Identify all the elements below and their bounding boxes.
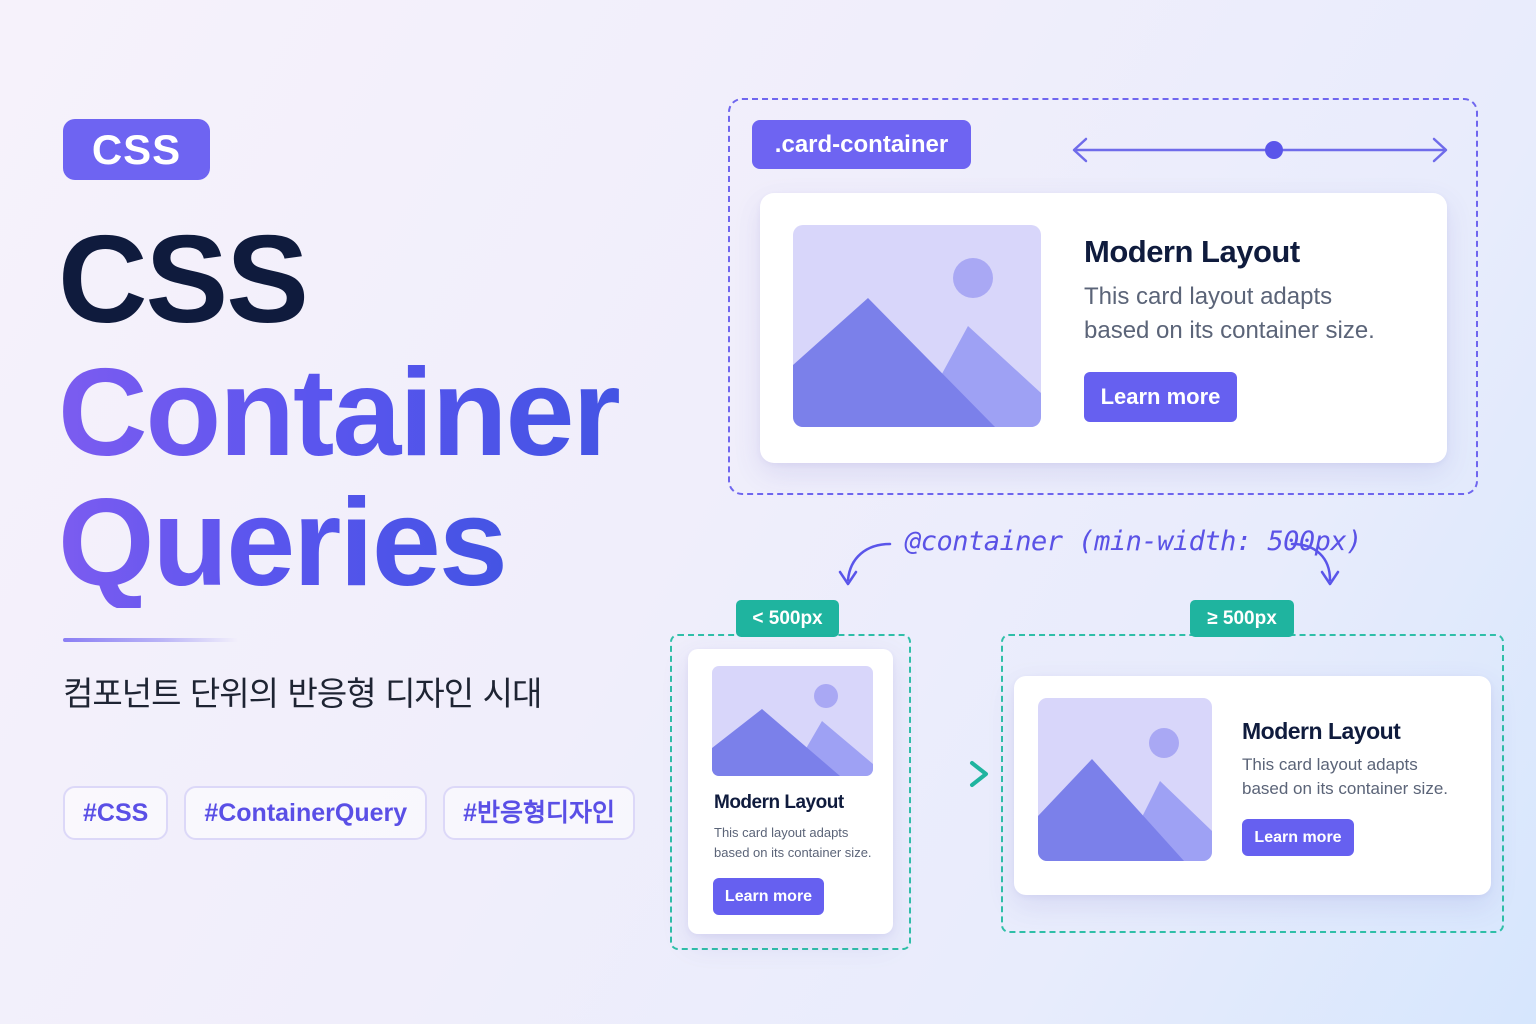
card-description-line-1: This card layout adapts [714, 825, 849, 840]
card-description-line-2: based on its container size. [714, 845, 872, 860]
card-title: Modern Layout [714, 792, 844, 813]
narrow-card: Modern Layout This card layout adapts ba… [688, 649, 893, 934]
hashtag-list: #CSS #ContainerQuery #반응형디자인 [63, 786, 636, 840]
large-breakpoint-badge: ≥ 500px [1190, 600, 1294, 637]
card-title: Modern Layout [1084, 234, 1300, 269]
card-container-label: .card-container [752, 120, 971, 169]
title-divider [63, 638, 238, 642]
curved-arrow-icon [838, 542, 892, 586]
wide-card: Modern Layout This card layout adapts ba… [760, 193, 1447, 463]
title-line-css: CSS [58, 211, 309, 349]
small-breakpoint-badge: < 500px [736, 600, 839, 637]
right-arrow-icon [924, 761, 988, 787]
hashtag-responsive-design: #반응형디자인 [443, 786, 636, 840]
subtitle: 컴포넌트 단위의 반응형 디자인 시대 [63, 674, 542, 713]
title-line-queries: Queries [58, 474, 508, 612]
container-query-label: @container (min-width: 500px) [905, 526, 1362, 557]
medium-card: Modern Layout This card layout adapts ba… [1014, 676, 1491, 895]
resize-arrow-icon [1072, 137, 1448, 163]
curved-arrow-icon [1290, 542, 1340, 586]
card-description-line-2: based on its container size. [1242, 779, 1449, 798]
hashtag-css: #CSS [63, 786, 169, 840]
card-container-outline [728, 98, 1478, 495]
css-tag-badge: CSS [63, 119, 210, 180]
card-title: Modern Layout [1242, 718, 1401, 744]
title-line-container: Container [58, 344, 621, 482]
card-description-line-2: based on its container size. [1084, 317, 1375, 344]
image-placeholder-icon [1038, 698, 1212, 861]
image-placeholder-icon [793, 225, 1041, 427]
image-placeholder-icon [712, 666, 873, 776]
card-description-line-1: This card layout adapts [1084, 283, 1333, 310]
hashtag-container-query: #ContainerQuery [184, 786, 428, 840]
learn-more-button[interactable]: Learn more [1084, 372, 1237, 422]
card-description-line-1: This card layout adapts [1242, 755, 1418, 774]
learn-more-button[interactable]: Learn more [713, 878, 824, 915]
learn-more-button[interactable]: Learn more [1242, 819, 1354, 856]
